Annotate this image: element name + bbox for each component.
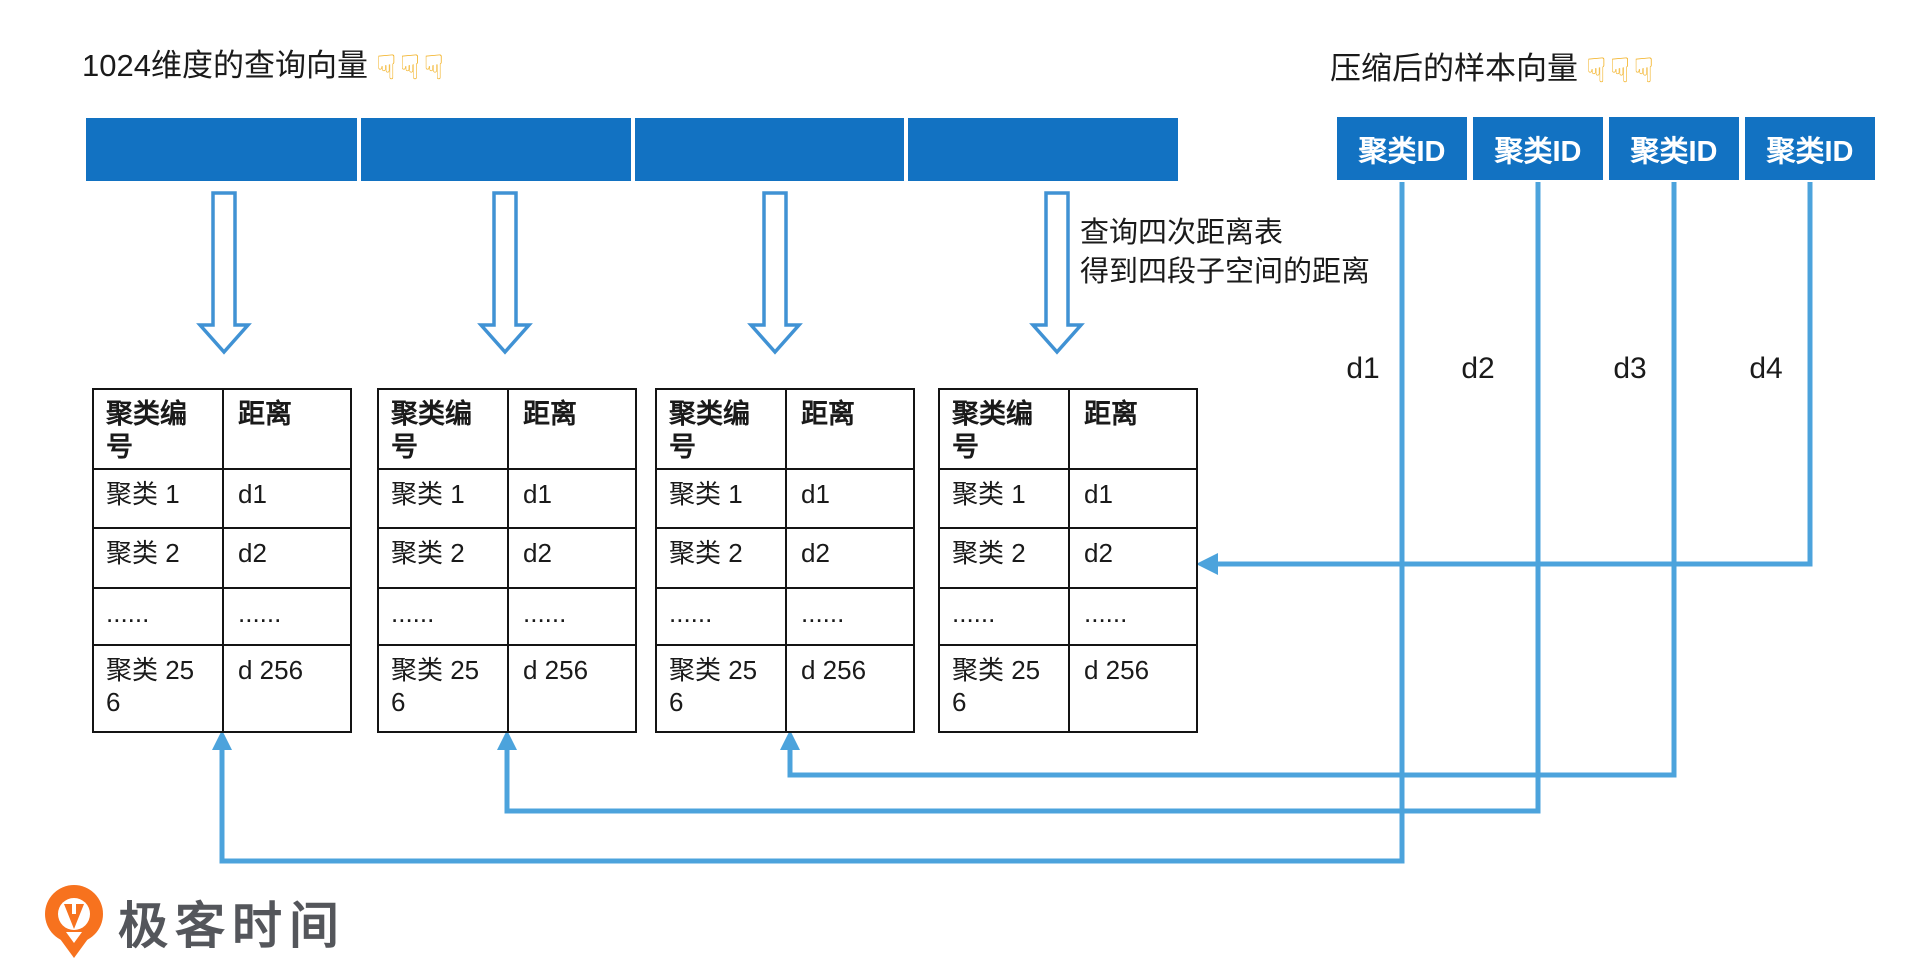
lookup-annotation: 查询四次距离表 得到四段子空间的距离: [1080, 214, 1370, 292]
query-vector-segment-2: [361, 118, 631, 181]
table-cell-cluster-256: 聚类 256: [657, 646, 787, 731]
table-cell-distance-ellipsis: ......: [1070, 589, 1198, 646]
down-arrow-4: [1029, 191, 1085, 355]
table-cell-distance-256: d 256: [801, 655, 867, 685]
down-arrow-1: [196, 191, 252, 355]
distance-label-d2: d2: [1461, 352, 1495, 385]
table-cell-cluster-256: 聚类 256: [379, 646, 509, 731]
table-cell-distance-2: d2: [509, 529, 637, 589]
table-cell-distance-1: d1: [1070, 470, 1198, 529]
down-arrow-3: [747, 191, 803, 355]
table-cell-cluster-1: 聚类 1: [94, 470, 224, 529]
query-vector-segment-4: [908, 118, 1178, 181]
table-cell-distance-2: d2: [224, 529, 352, 589]
connector-arrowhead-up-1: [212, 730, 232, 750]
table-cell-cluster-2: 聚类 2: [940, 529, 1070, 589]
table-cell-cluster-2: 聚类 2: [94, 529, 224, 589]
cluster-id-cell-3: 聚类ID: [1609, 117, 1739, 180]
table-cell-distance-256: d 256: [523, 655, 589, 685]
distance-table: 聚类编号 距离 聚类 1 d1 聚类 2 d2 ...... ...... 聚类…: [655, 388, 915, 733]
geektime-logo: 极客时间: [42, 884, 462, 964]
query-vector-segment-3: [635, 118, 904, 181]
distance-table: 聚类编号 距离 聚类 1 d1 聚类 2 d2 ...... ...... 聚类…: [92, 388, 352, 733]
table-header-cluster-id: 聚类编号: [940, 390, 1070, 470]
table-cell-distance-1: d1: [224, 470, 352, 529]
table-cell-cluster-256: 聚类 256: [940, 646, 1070, 731]
table-cell-cluster-1: 聚类 1: [940, 470, 1070, 529]
cluster-id-cell-4: 聚类ID: [1745, 117, 1875, 180]
distance-label-d4: d4: [1749, 352, 1783, 385]
table-cell-distance-2: d2: [787, 529, 915, 589]
table-cell-cluster-ellipsis: ......: [657, 589, 787, 646]
connector-arrowhead-up-3: [780, 730, 800, 750]
point-down-icons: ☟☟☟: [1586, 52, 1658, 90]
table-header-cluster-id: 聚类编号: [379, 390, 509, 470]
table-cell-cluster-1: 聚类 1: [379, 470, 509, 529]
sample-vector-title: 压缩后的样本向量☟☟☟: [1330, 43, 1657, 91]
table-header-distance: 距离: [509, 390, 637, 470]
table-cell-distance-1: d1: [509, 470, 637, 529]
cluster-id-cell-1: 聚类ID: [1337, 117, 1467, 180]
table-cell-distance-1: d1: [787, 470, 915, 529]
table-cell-cluster-ellipsis: ......: [94, 589, 224, 646]
cluster-id-cell-2: 聚类ID: [1473, 117, 1603, 180]
table-cell-distance-ellipsis: ......: [787, 589, 915, 646]
sample-vector-title-text: 压缩后的样本向量: [1330, 51, 1578, 86]
query-vector-segment-1: [86, 118, 357, 181]
table-header-distance: 距离: [787, 390, 915, 470]
table-cell-distance-2: d2: [1070, 529, 1198, 589]
table-cell-cluster-ellipsis: ......: [940, 589, 1070, 646]
table-cell-cluster-2: 聚类 2: [379, 529, 509, 589]
table-cell-cluster-256: 聚类 256: [94, 646, 224, 731]
table-cell-distance-ellipsis: ......: [509, 589, 637, 646]
table-header-cluster-id: 聚类编号: [657, 390, 787, 470]
table-header-cluster-id: 聚类编号: [94, 390, 224, 470]
geektime-logo-icon: [45, 885, 103, 958]
lookup-annotation-line1: 查询四次距离表: [1080, 217, 1284, 249]
table-cell-cluster-ellipsis: ......: [379, 589, 509, 646]
table-cell-distance-256: d 256: [238, 655, 304, 685]
table-header-distance: 距离: [1070, 390, 1198, 470]
lookup-annotation-line2: 得到四段子空间的距离: [1080, 256, 1371, 288]
down-arrow-2: [477, 191, 533, 355]
connector-arrowhead-up-2: [497, 730, 517, 750]
table-cell-distance-ellipsis: ......: [224, 589, 352, 646]
distance-table: 聚类编号 距离 聚类 1 d1 聚类 2 d2 ...... ...... 聚类…: [377, 388, 637, 733]
point-down-icons: ☟☟☟: [375, 49, 448, 87]
distance-label-d1: d1: [1346, 352, 1380, 385]
connector-arrowhead-left-4: [1196, 553, 1218, 575]
query-vector-title-text: 1024维度的查询向量: [82, 48, 368, 83]
table-cell-distance-256: d 256: [1084, 655, 1150, 685]
distance-label-d3: d3: [1613, 352, 1647, 385]
query-vector-title: 1024维度的查询向量☟☟☟: [82, 40, 447, 88]
distance-table: 聚类编号 距离 聚类 1 d1 聚类 2 d2 ...... ...... 聚类…: [938, 388, 1198, 733]
geektime-logo-text: 极客时间: [118, 898, 346, 954]
table-cell-cluster-1: 聚类 1: [657, 470, 787, 529]
table-header-distance: 距离: [224, 390, 352, 470]
table-cell-cluster-2: 聚类 2: [657, 529, 787, 589]
